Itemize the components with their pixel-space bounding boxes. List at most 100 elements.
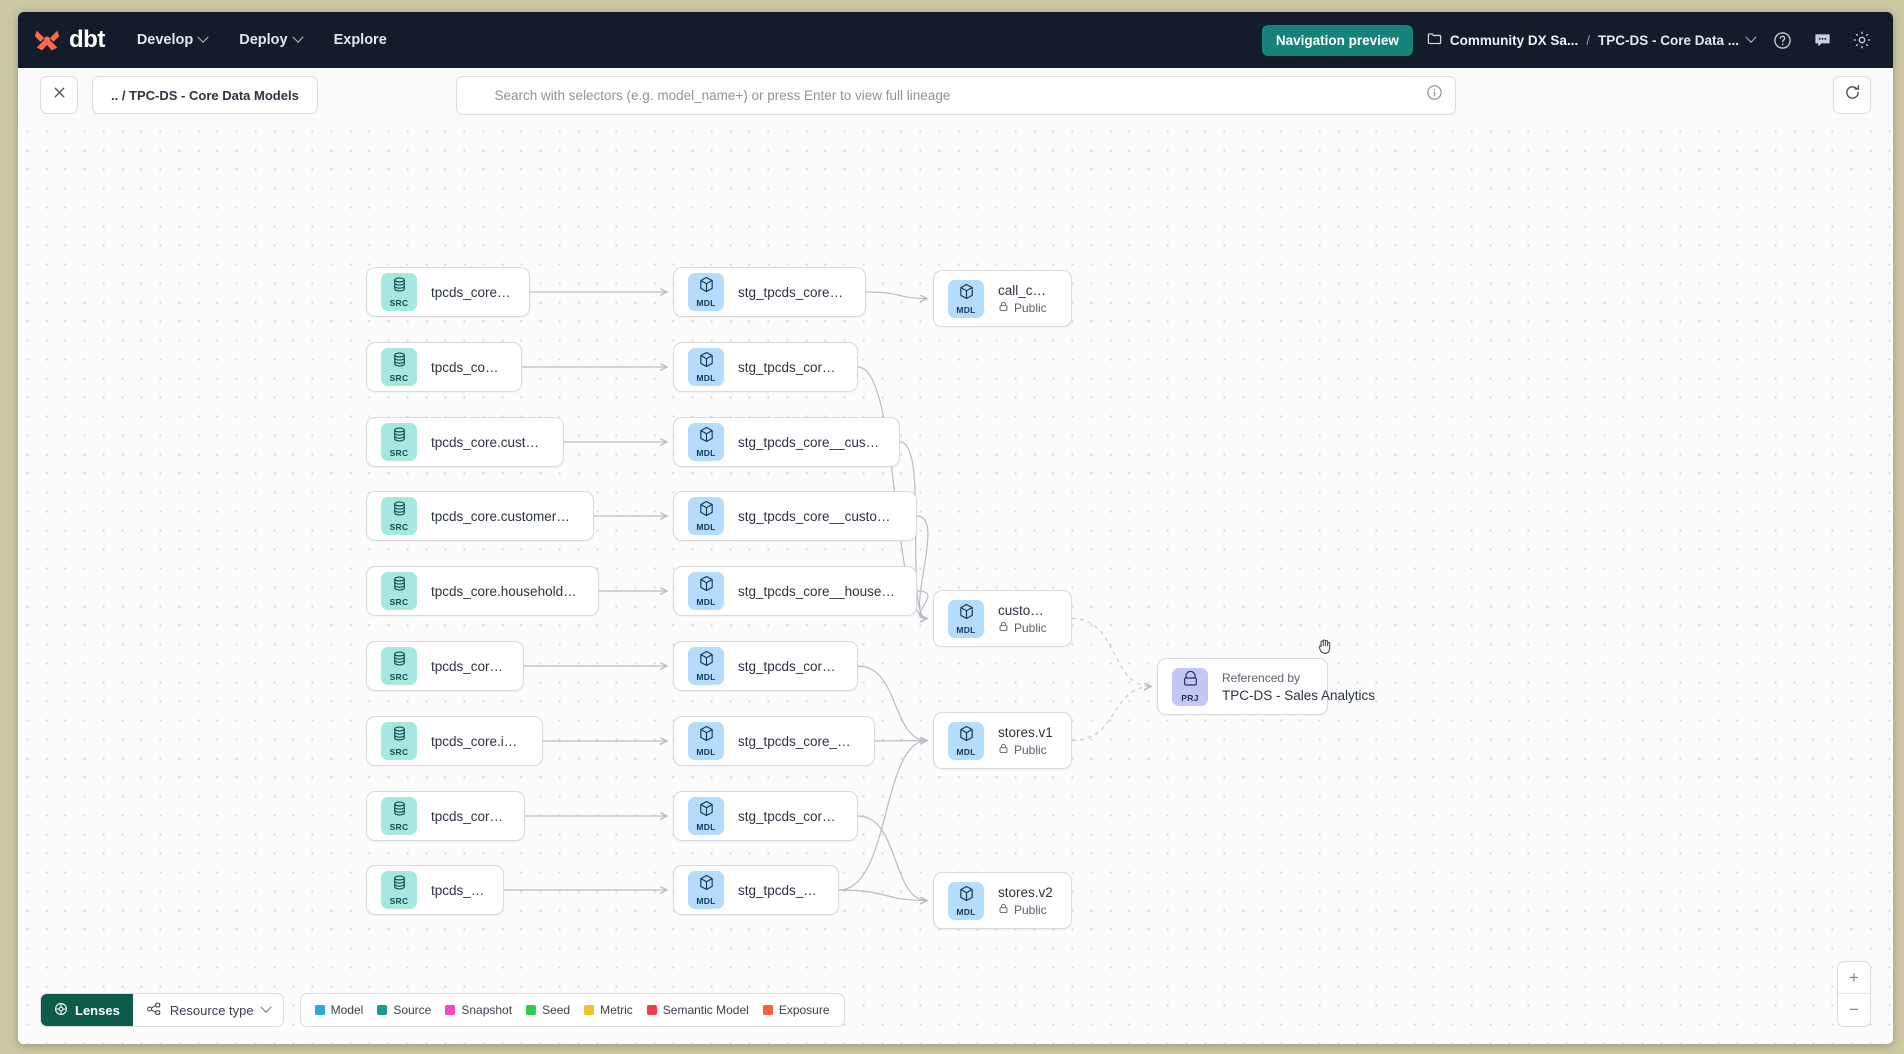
legend-item-model[interactable]: Model [314,1003,363,1017]
node-access: Public [998,301,1053,315]
node-title: tpcds_core.customer_demographics [431,508,575,524]
node-access-label: Public [1014,300,1047,315]
legend-label: Semantic Model [662,1003,749,1017]
node-type-badge-mdl: MDL [688,647,724,685]
graph-node-mdl-customers[interactable]: MDLcustomersPublic [933,590,1072,647]
lineage-edge [1071,687,1151,742]
project-icon [1182,670,1199,693]
node-access: Public [998,743,1053,757]
breadcrumb-account[interactable]: Community DX Sa... [1449,32,1579,48]
search-input[interactable] [494,87,1416,103]
breadcrumb-separator: / [1586,32,1590,48]
graph-node-mdl-stg-customer-demographics[interactable]: MDLstg_tpcds_core__customer_demogra… [673,491,917,541]
node-labels: tpcds_core.customer_address [431,435,545,450]
node-title: stg_tpcds_core__date_dim [738,658,839,674]
zoom-in-button[interactable]: + [1838,962,1870,994]
graph-node-mdl-stg-date-dim[interactable]: MDL stg_tpcds_core__date_dim [673,641,858,691]
graph-node-src-customer-demographics[interactable]: SRC tpcds_core.customer_demographics [366,491,594,541]
chevron-down-icon[interactable] [1745,31,1757,43]
navigation-preview-button[interactable]: Navigation preview [1261,24,1413,56]
legend-swatch [377,1005,388,1015]
cube-icon [698,276,715,298]
node-title: tpcds_core.inventory [431,808,506,824]
resource-type-dropdown[interactable]: Resource type [132,994,283,1026]
graph-node-mdl-stg-customer-address[interactable]: MDL stg_tpcds_core__customer_address [673,417,900,467]
legend-item-seed[interactable]: Seed [526,1003,570,1017]
node-type-badge-src: SRC [381,871,417,909]
legend-label: Seed [542,1003,571,1017]
graph-node-mdl-stg-store[interactable]: MDL stg_tpcds_core__store [673,865,839,915]
nav-item-deploy[interactable]: Deploy [237,26,304,54]
legend-label: Snapshot [461,1003,513,1017]
node-title: stg_tpcds_core__store [738,882,820,898]
node-labels: stg_tpcds_core__customer_address [738,435,881,450]
legend-item-semantic-model[interactable]: Semantic Model [646,1003,749,1017]
nav-item-develop[interactable]: Develop [135,26,209,54]
node-title: TPC-DS - Sales Analytics [1222,687,1376,703]
lenses-button[interactable]: Lenses [41,994,133,1026]
breadcrumb-project[interactable]: TPC-DS - Core Data ... [1597,32,1739,48]
node-title: stores.v1 [998,724,1053,740]
node-type-code: MDL [696,822,716,833]
node-type-badge-prj: PRJ [1172,667,1208,706]
cube-icon [698,351,715,373]
brand-logo[interactable]: dbt [32,25,105,55]
node-type-code: SRC [389,672,409,683]
legend-item-source[interactable]: Source [377,1003,431,1017]
lineage-edge [916,590,929,619]
nav-item-explore[interactable]: Explore [332,26,389,54]
node-type-badge-mdl: MDL [688,871,724,909]
close-button[interactable] [40,76,78,114]
legend-item-exposure[interactable]: Exposure [762,1003,830,1017]
node-labels: tpcds_core.customer [431,360,503,375]
refresh-button[interactable] [1833,76,1871,114]
node-type-code: MDL [956,624,976,635]
chat-icon[interactable] [1809,27,1835,53]
node-type-badge-src: SRC [381,722,417,760]
legend-item-metric[interactable]: Metric [584,1003,633,1017]
close-icon [52,85,67,105]
node-access-label: Public [1014,620,1047,635]
gear-icon[interactable] [1849,27,1875,53]
lenses-label: Lenses [75,1002,120,1018]
node-type-code: MDL [696,448,716,459]
info-circle-icon[interactable] [1426,84,1443,106]
help-circle-icon[interactable] [1769,27,1795,53]
node-labels: tpcds_core.inventory [431,809,506,824]
node-labels: stg_tpcds_core__income_band [738,734,856,749]
graph-node-mdl-stg-household-demographics[interactable]: MDLstg_tpcds_core__household_demogr… [673,566,917,616]
primary-nav: Develop Deploy Explore [135,26,389,54]
lineage-canvas[interactable]: SRCtpcds_core.call_centerSRCtpcds_core.c… [18,122,1893,1044]
zoom-out-button[interactable]: − [1849,1000,1859,1019]
node-type-code: SRC [389,896,409,907]
lineage-breadcrumb-chip[interactable]: .. / TPC-DS - Core Data Models [92,76,318,114]
node-type-badge-mdl: MDL [948,599,984,638]
database-icon [391,800,408,822]
node-title: stg_tpcds_core__customer_demogra… [738,508,898,524]
node-type-badge-src: SRC [381,497,417,535]
node-type-badge-mdl: MDL [688,797,724,835]
lineage-edge [1071,617,1151,687]
lens-icon [54,1002,68,1019]
node-type-badge-mdl: MDL [948,279,984,318]
legend-item-snapshot[interactable]: Snapshot [445,1003,512,1017]
cube-icon [698,426,715,448]
node-type-code: SRC [389,597,409,608]
